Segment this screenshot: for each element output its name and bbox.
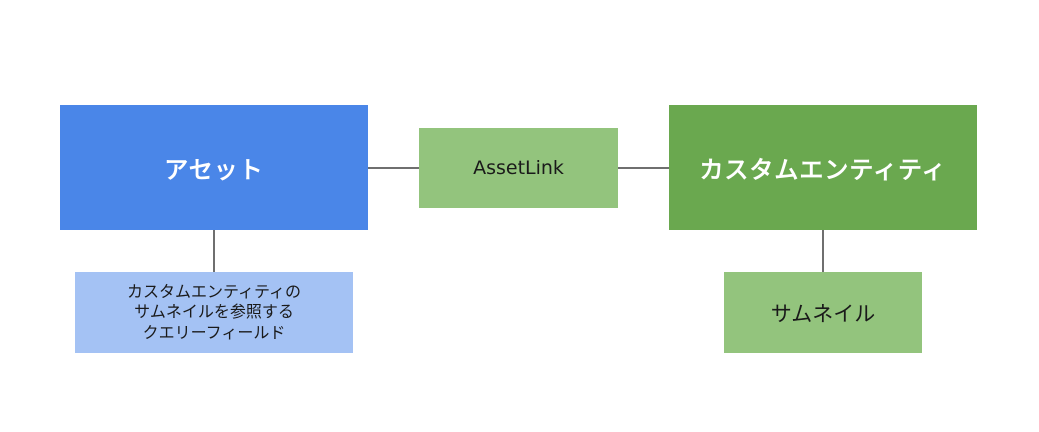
node-asset[interactable]: アセット [60, 105, 368, 230]
node-asset-label: アセット [164, 156, 264, 184]
edge-asset-to-assetlink [368, 167, 419, 169]
node-query-field-label: カスタムエンティティの サムネイルを参照する クエリーフィールド [126, 281, 302, 342]
node-custom-entity-label: カスタムエンティティ [699, 156, 947, 184]
node-query-field[interactable]: カスタムエンティティの サムネイルを参照する クエリーフィールド [75, 272, 353, 353]
edge-asset-to-query-field [213, 230, 215, 272]
node-asset-link-label: AssetLink [473, 157, 564, 179]
edge-custom-entity-to-thumbnail [822, 230, 824, 272]
node-thumbnail[interactable]: サムネイル [724, 272, 922, 353]
node-thumbnail-label: サムネイル [770, 301, 876, 326]
node-custom-entity[interactable]: カスタムエンティティ [669, 105, 977, 230]
node-asset-link[interactable]: AssetLink [419, 128, 618, 208]
edge-assetlink-to-custom-entity [618, 167, 669, 169]
